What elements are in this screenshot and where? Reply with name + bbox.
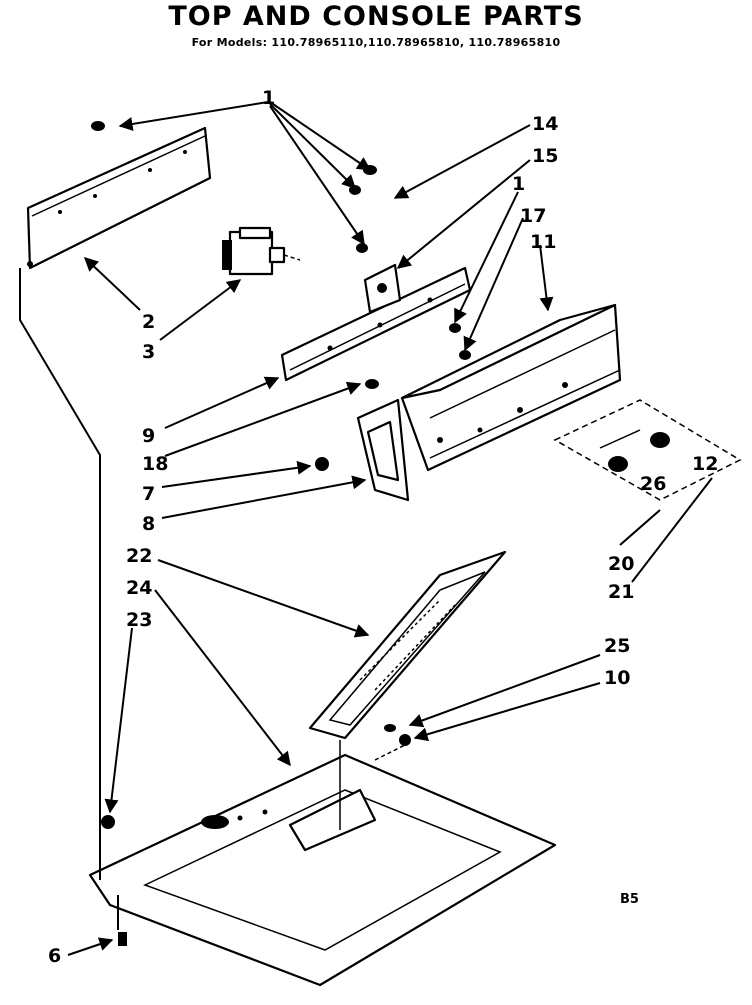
washer-part-10 — [399, 734, 411, 746]
diagram-title: TOP AND CONSOLE PARTS — [168, 1, 584, 32]
callout-25: 25 — [604, 635, 630, 657]
callout-23: 23 — [126, 609, 152, 631]
bracket-part-15 — [363, 263, 402, 314]
callout-14: 14 — [532, 113, 558, 135]
console-part-11 — [400, 303, 622, 472]
knob-part-7 — [315, 457, 329, 471]
screw-part-18 — [365, 379, 379, 389]
dryer-top-part-24 — [88, 740, 557, 987]
callout-17: 17 — [520, 205, 546, 227]
callout-6: 6 — [48, 945, 61, 967]
callout-11: 11 — [530, 231, 556, 253]
lint-panel-part-22 — [308, 550, 507, 740]
callout-1a: 1 — [262, 87, 275, 109]
models-line: For Models: 110.78965110,110.78965810, 1… — [191, 36, 561, 49]
timer-part-3 — [222, 226, 301, 276]
callout-1b: 1 — [512, 173, 525, 195]
callout-12: 12 — [692, 453, 718, 475]
bumper-part-23 — [101, 815, 115, 829]
page-code: B5 — [620, 892, 639, 907]
callout-22: 22 — [126, 545, 152, 567]
callout-15: 15 — [532, 145, 558, 167]
callout-2: 2 — [142, 311, 155, 333]
callout-8: 8 — [142, 513, 155, 535]
callout-26: 26 — [640, 473, 666, 495]
end-cap-part-8 — [356, 398, 410, 502]
callout-18: 18 — [142, 453, 168, 475]
switch-assembly-box — [553, 399, 742, 501]
callout-10: 10 — [604, 667, 630, 689]
callout-9: 9 — [142, 425, 155, 447]
callout-21: 21 — [608, 581, 634, 603]
callout-3: 3 — [142, 341, 155, 363]
screw-part-25 — [384, 724, 396, 732]
callout-24: 24 — [126, 577, 152, 599]
screw-part-1 — [91, 121, 471, 360]
callout-20: 20 — [608, 553, 634, 575]
top-panel-part-2 — [26, 126, 212, 270]
callout-7: 7 — [142, 483, 155, 505]
screw-part-6 — [118, 932, 127, 946]
